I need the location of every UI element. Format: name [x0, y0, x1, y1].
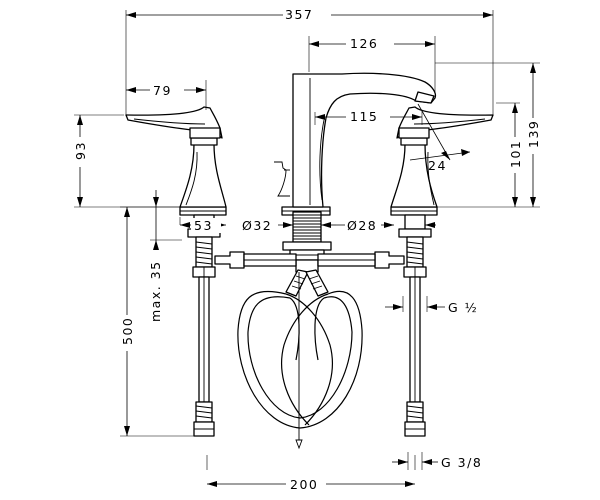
right-hose-coupling: [305, 269, 329, 297]
dim-handle-height: 93: [73, 141, 88, 160]
left-valve-body: [179, 143, 227, 208]
dim-center-spacing: 200: [290, 477, 318, 492]
dim-spout-bore: Ø32: [242, 218, 272, 233]
dim-spout-tilt: 24: [428, 158, 447, 173]
spout-body: [292, 72, 437, 208]
dim-spout-reach: 126: [350, 36, 378, 51]
spout-aerator: [414, 91, 435, 104]
faucet-assembly: [125, 72, 494, 216]
dim-spout-projection: 115: [350, 109, 378, 124]
dim-outlet-height: 101: [508, 140, 523, 168]
dim-handle-base: 53: [194, 218, 213, 233]
pop-up-rod: [274, 161, 290, 197]
dim-deck-thickness: max. 35: [148, 260, 163, 322]
dim-hose-length: 500: [120, 317, 135, 345]
dimension-labels: 357 126 79 115 93 101 139 24 53 Ø32 Ø28 …: [72, 6, 541, 492]
extension-lines: [74, 10, 540, 470]
flex-hose-loop: [237, 290, 363, 429]
right-connector-hose: [374, 251, 405, 269]
left-connector-hose: [214, 251, 245, 269]
dim-handle-reach: 79: [153, 83, 172, 98]
dim-hose-inlet-thread: G ½: [448, 300, 478, 315]
dim-overall-height: 139: [526, 120, 541, 148]
dim-handle-bore: Ø28: [347, 218, 377, 233]
dim-supply-thread: G 3/8: [441, 455, 482, 470]
left-hose-coupling: [285, 269, 309, 297]
dim-overall-width: 357: [285, 7, 313, 22]
right-valve-shank: [404, 214, 426, 230]
underdeck-assembly: [187, 211, 432, 450]
right-valve-body: [390, 143, 438, 208]
